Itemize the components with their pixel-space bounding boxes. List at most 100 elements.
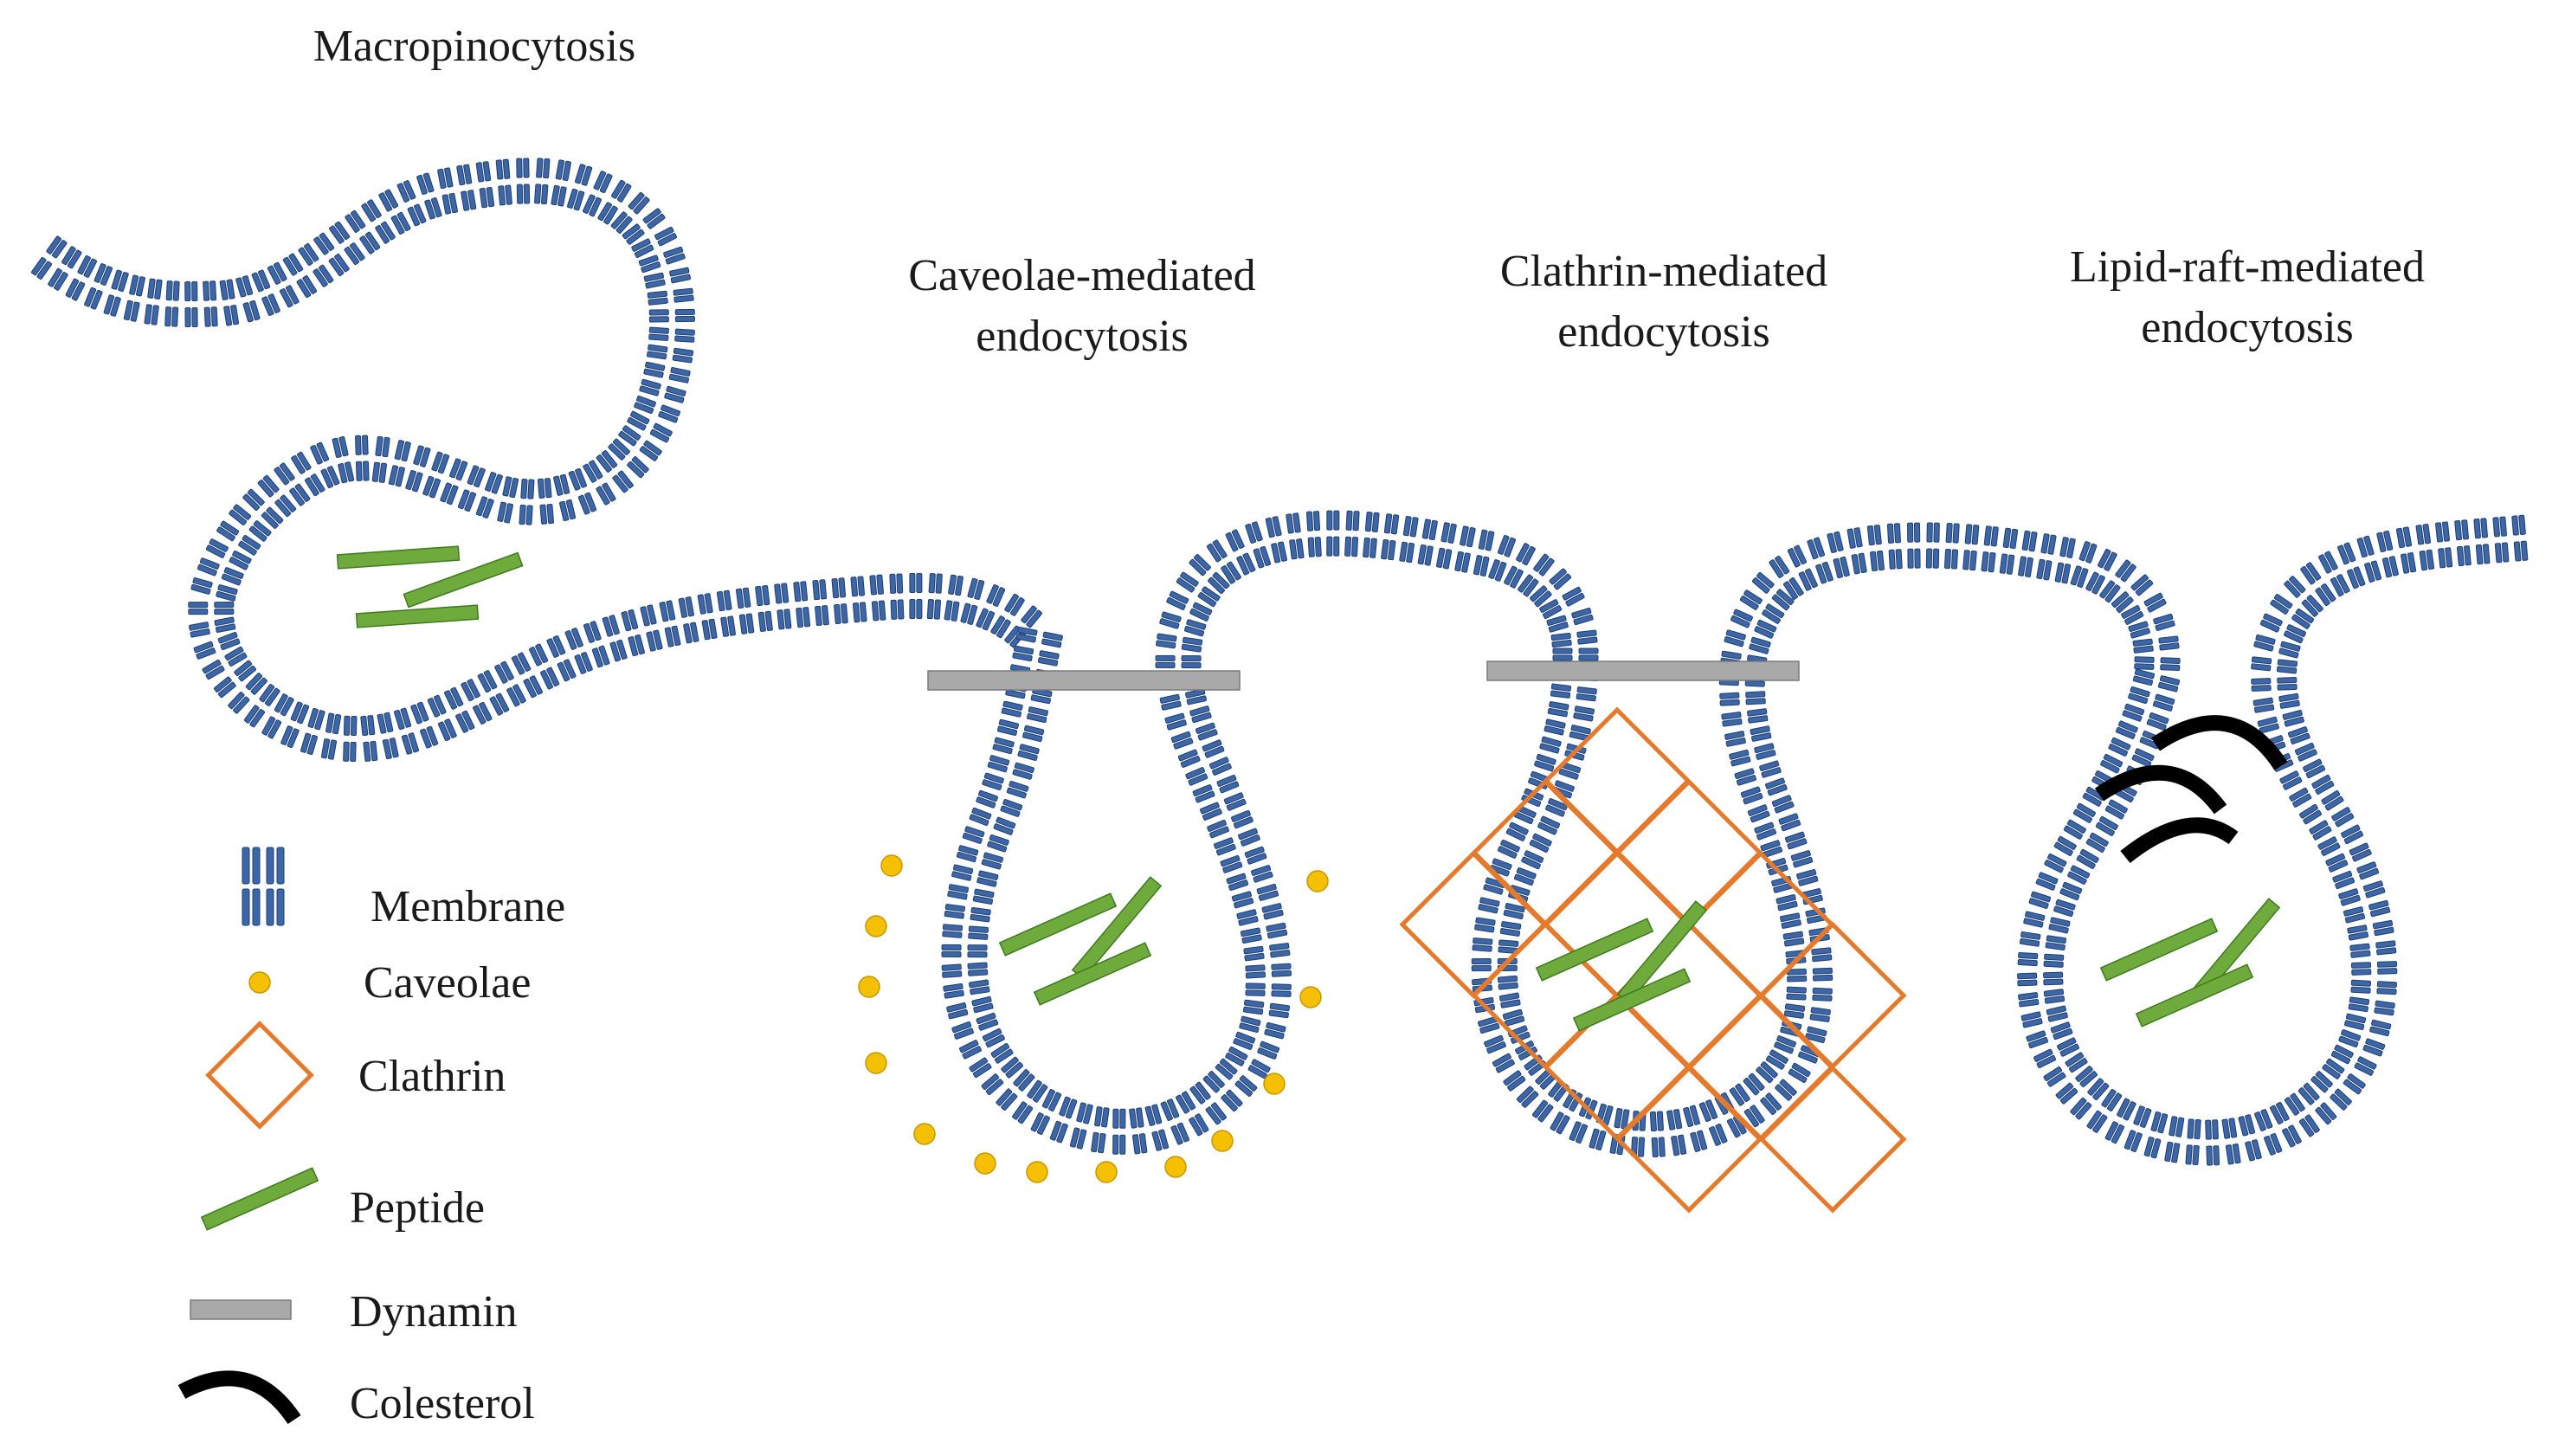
membrane-lipid xyxy=(1012,645,1060,667)
membrane-lipid xyxy=(996,718,1045,743)
membrane-lipid xyxy=(1128,1107,1148,1155)
membrane-lipid xyxy=(2347,919,2394,941)
membrane-lipid xyxy=(188,602,235,615)
peptide-group-macro xyxy=(336,545,524,628)
membrane-lipid xyxy=(1529,567,1572,608)
legend-peptide-icon xyxy=(200,1167,319,1231)
membrane-lipid xyxy=(1243,942,1291,962)
colesterol-arc xyxy=(2151,715,2288,771)
membrane-lipid xyxy=(497,476,519,524)
membrane-lipid xyxy=(1724,725,1772,747)
membrane-lipid xyxy=(297,242,334,288)
membrane-lipid xyxy=(951,864,999,887)
caveolae-dot xyxy=(913,1123,936,1145)
membrane-lipid xyxy=(2017,971,2064,987)
membrane-lipid xyxy=(1544,718,1592,742)
membrane-lipid xyxy=(2348,996,2395,1016)
membrane-lipid xyxy=(869,574,886,622)
membrane-lipid xyxy=(2350,979,2398,995)
membrane-lipid xyxy=(533,158,551,205)
title-clathrin-line1: Clathrin-mediated xyxy=(1500,247,1827,296)
peptide-group-caveolae xyxy=(998,876,1163,1006)
membrane-lipid xyxy=(926,572,943,620)
membrane-lipid xyxy=(475,161,495,209)
membrane-lipid xyxy=(1454,525,1476,573)
membrane-lipid xyxy=(648,308,695,323)
membrane-lipid xyxy=(456,164,477,211)
legend-colesterol-icon xyxy=(177,1370,301,1425)
membrane-lipid xyxy=(123,274,146,323)
membrane-lipid xyxy=(2054,536,2076,584)
membrane-lipid xyxy=(1981,525,1999,573)
membrane-lipid xyxy=(2454,519,2472,567)
membrane-lipid xyxy=(1786,986,1833,1002)
caveolae-dot xyxy=(880,854,903,877)
membrane-lipid xyxy=(2473,518,2491,565)
membrane-lipid xyxy=(2017,530,2038,578)
membrane-lipid xyxy=(2185,1118,2201,1166)
membrane-lipid xyxy=(30,235,68,280)
membrane-lipid xyxy=(2132,635,2180,654)
membrane-lipid xyxy=(495,158,513,206)
membrane-lipid xyxy=(1435,522,1458,570)
title-macropinocytosis: Macropinocytosis xyxy=(313,22,636,71)
dynamin-bar-clathrin xyxy=(1486,660,1800,681)
membrane-lipid xyxy=(2036,533,2057,581)
membrane-lipid xyxy=(360,714,378,763)
membrane-lipid xyxy=(607,437,650,479)
membrane-lipid xyxy=(1155,633,1203,653)
caveolae-membrane xyxy=(964,533,1576,1131)
caveolae-dot xyxy=(1095,1161,1118,1183)
membrane-lipid xyxy=(648,326,695,343)
membrane-lipid xyxy=(995,1068,1035,1111)
caveolae-dot xyxy=(1164,1156,1187,1178)
title-clathrin-line2: endocytosis xyxy=(1557,307,1770,357)
clathrin-cell xyxy=(1543,706,1692,855)
legend-colesterol-label: Colesterol xyxy=(350,1379,535,1428)
legend-peptide-label: Peptide xyxy=(350,1183,485,1233)
dynamin-bar-caveolae xyxy=(927,670,1241,691)
caveolae-dot xyxy=(858,976,880,998)
membrane-lipid xyxy=(2069,1077,2110,1121)
membrane-lipid xyxy=(1242,999,1291,1019)
membrane-lipid xyxy=(1925,522,1940,569)
legend-caveolae-label: Caveolae xyxy=(364,958,531,1008)
membrane-lipid xyxy=(2017,989,2066,1008)
membrane-lipid xyxy=(640,604,663,652)
membrane-lipid xyxy=(1719,691,1766,706)
membrane-lipid xyxy=(1755,1060,1798,1102)
title-caveolae-line1: Caveolae-mediated xyxy=(908,251,1255,300)
membrane-lipid xyxy=(2252,693,2301,713)
peptide-group-lipid-raft xyxy=(2099,898,2281,1028)
membrane-lipid xyxy=(2310,1070,2353,1111)
peptide xyxy=(2099,918,2219,982)
colesterol-arc xyxy=(2120,817,2239,864)
membrane-lipid xyxy=(944,903,991,923)
membrane-lipid xyxy=(1245,982,1292,997)
membrane-lipid xyxy=(735,587,755,635)
peptide xyxy=(403,551,524,609)
membrane-lipid xyxy=(2221,1118,2241,1165)
membrane-lipid xyxy=(1215,1058,1258,1098)
membrane-lipid xyxy=(1550,683,1598,702)
membrane-lipid xyxy=(1473,917,1522,937)
membrane-lipid xyxy=(1189,1081,1228,1125)
peptide xyxy=(336,545,461,570)
membrane-lipid xyxy=(850,576,867,623)
legend-membrane-icon xyxy=(242,847,285,926)
membrane-lipid xyxy=(941,962,989,978)
peptide xyxy=(2135,963,2254,1028)
membrane-lipid xyxy=(2343,899,2391,924)
membrane-lipid xyxy=(678,596,699,644)
membrane-lipid xyxy=(716,589,737,638)
caveolae-dot xyxy=(1026,1161,1048,1183)
membrane-lipid xyxy=(941,944,988,958)
membrane-lipid xyxy=(2164,1116,2185,1163)
membrane-lipid xyxy=(1743,1073,1782,1116)
membrane-lipid xyxy=(1286,512,1305,560)
membrane-lipid xyxy=(1666,1108,1687,1156)
membrane-lipid xyxy=(2019,931,2067,951)
membrane-lipid xyxy=(2349,940,2397,958)
membrane-lipid xyxy=(1721,708,1769,727)
membrane-lipid xyxy=(889,573,905,620)
